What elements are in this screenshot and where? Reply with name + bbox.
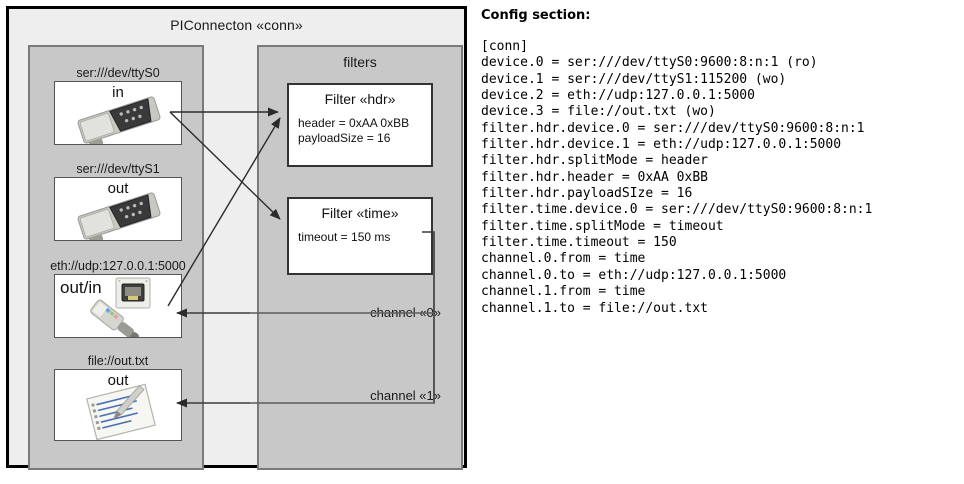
filter-box-hdr[interactable]: Filter «hdr» header = 0xAA 0xBB payloadS… <box>287 83 433 167</box>
device-entry-eth[interactable]: eth://udp:127.0.0.1:5000 out/in <box>50 258 186 338</box>
filter-title: Filter «time» <box>321 205 399 221</box>
device-box[interactable]: out/in <box>54 274 182 338</box>
channel-label-0: channel «0» <box>370 305 441 320</box>
device-box[interactable]: in <box>54 81 182 145</box>
filter-property: header = 0xAA 0xBB <box>298 116 410 130</box>
filter-box-time[interactable]: Filter «time» timeout = 150 ms <box>287 197 433 275</box>
page-title: PIConnecton «conn» <box>170 17 303 33</box>
device-caption: eth://udp:127.0.0.1:5000 <box>50 259 186 273</box>
piconnector-container: PIConnecton «conn» ser:///dev/ttyS0 in <box>6 6 467 470</box>
device-entry-ttyS0[interactable]: ser:///dev/ttyS0 in <box>54 65 182 145</box>
channel-label-1: channel «1» <box>370 388 441 403</box>
config-section: Config section: [conn] device.0 = ser://… <box>481 8 959 317</box>
device-box[interactable]: out <box>54 369 182 441</box>
ethernet-rj45-icon <box>90 277 151 337</box>
filter-property: payloadSize = 16 <box>298 131 391 145</box>
device-box[interactable]: out <box>54 177 182 241</box>
devices-panel: ser:///dev/ttyS0 in <box>28 45 204 470</box>
filter-property: timeout = 150 ms <box>298 230 391 244</box>
filter-title: Filter «hdr» <box>324 91 396 107</box>
device-entry-ttyS1[interactable]: ser:///dev/ttyS1 out <box>54 161 182 241</box>
serial-db9-icon <box>77 192 161 240</box>
text-file-icon <box>86 383 156 440</box>
filters-panel-title: filters <box>343 54 377 70</box>
serial-db9-icon <box>77 96 161 144</box>
device-entry-file[interactable]: file://out.txt out <box>54 353 182 441</box>
device-caption: ser:///dev/ttyS0 <box>76 66 160 80</box>
config-heading: Config section: <box>481 8 591 23</box>
config-text: [conn] device.0 = ser:///dev/ttyS0:9600:… <box>481 39 873 316</box>
device-caption: ser:///dev/ttyS1 <box>76 162 160 176</box>
filters-panel: filters Filter «hdr» header = 0xAA 0xBB … <box>257 45 463 470</box>
device-caption: file://out.txt <box>87 354 149 368</box>
